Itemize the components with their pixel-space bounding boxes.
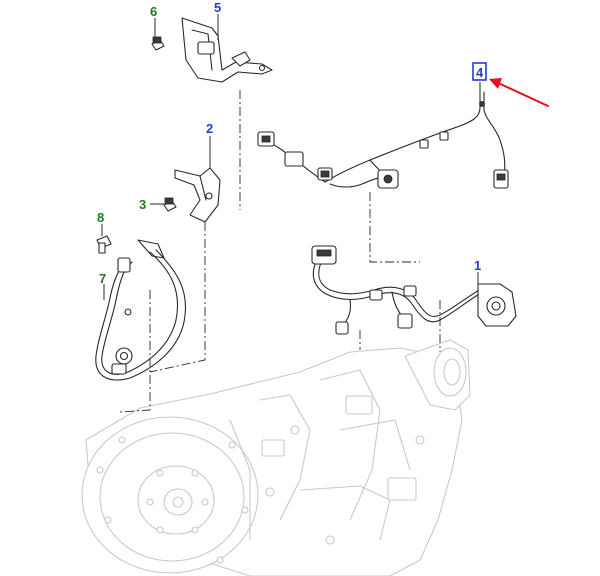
callout-4-highlight-box [472,62,487,81]
bolt-8 [96,235,112,254]
callout-lines [101,14,481,300]
leader-lines [119,90,441,413]
lower-bracket [174,167,221,223]
callout-2: 2 [206,121,213,136]
callout-8: 8 [97,210,104,225]
red-pointer-arrow [489,78,549,107]
bolt-6 [151,36,165,51]
flange-bolts [96,436,249,564]
callout-7: 7 [99,271,106,286]
upper-bracket [181,17,273,83]
callout-1: 1 [474,258,481,273]
transmission-assembly [81,339,471,576]
bolt-3 [163,197,177,212]
callout-labels: 1 2 3 4 5 6 7 8 [97,0,487,286]
ground-cable [95,239,187,381]
upper-wiring-harness [257,89,509,189]
callout-5: 5 [214,0,221,15]
lower-wiring-harness [311,245,517,335]
callout-4: 4 [476,65,484,80]
callout-6: 6 [150,4,157,19]
callout-3: 3 [139,197,146,212]
